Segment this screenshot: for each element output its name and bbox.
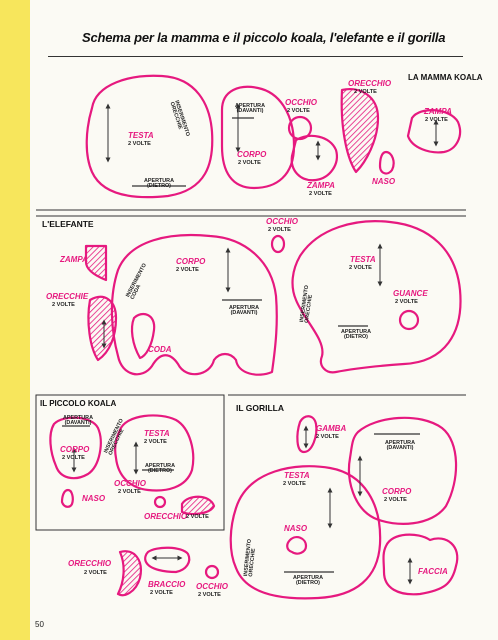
piccolo-koala-box xyxy=(35,394,225,531)
koala-zampa2-label: ZAMPA xyxy=(424,107,452,116)
elefante-corpo-shape xyxy=(110,233,278,376)
piccolo-corpo-times: 2 VOLTE xyxy=(62,455,85,461)
page-title: Schema per la mamma e il piccolo koala, … xyxy=(82,30,446,45)
koala-orecchio-label: ORECCHIO xyxy=(348,79,392,88)
elefante-testa-shape xyxy=(291,220,462,374)
gorilla-naso-label: NASO xyxy=(284,524,308,533)
gorilla-apertura-dietro-label: APERTURA (DIETRO) xyxy=(293,575,323,587)
piccolo-naso-label: NASO xyxy=(82,494,106,503)
piccolo-naso-shape xyxy=(60,488,74,508)
piccolo-testa-label: TESTA xyxy=(144,429,170,438)
gorilla-apertura-davanti-label: APERTURA (DAVANTI) xyxy=(385,440,415,452)
title-underline xyxy=(48,56,463,57)
elefante-testa-label: TESTA xyxy=(350,255,376,264)
elefante-zampa-shape xyxy=(84,244,108,282)
elefante-orecchie-times: 2 VOLTE xyxy=(52,302,75,308)
piccolo-occhio-times: 2 VOLTE xyxy=(118,489,141,495)
elefante-guance-times: 2 VOLTE xyxy=(395,299,418,305)
koala-apertura-davanti-label: APERTURA (DAVANTI) xyxy=(235,103,265,115)
page-number: 50 xyxy=(35,620,44,629)
gorilla-heading: IL GORILLA xyxy=(236,403,285,413)
gorilla-orecchio-times: 2 VOLTE xyxy=(84,570,107,576)
koala-zampa2-times: 2 VOLTE xyxy=(425,117,448,123)
elefante-zampa-label: ZAMPA xyxy=(60,255,88,264)
elefante-occhio-shape xyxy=(270,234,286,254)
gorilla-testa-label: TESTA xyxy=(284,471,310,480)
koala-zampa-label: ZAMPA xyxy=(307,181,335,190)
koala-apertura-dietro-label: APERTURA (DIETRO) xyxy=(144,178,174,190)
piccolo-orecchio-times: 2 VOLTE xyxy=(186,514,209,520)
piccolo-koala-heading: IL PICCOLO KOALA xyxy=(40,399,117,408)
elefante-corpo-label: CORPO xyxy=(176,257,206,266)
elefante-orecchie-label: ORECCHIE xyxy=(46,292,89,301)
gorilla-occhio-times: 2 VOLTE xyxy=(198,592,221,598)
gorilla-braccio-label: BRACCIO xyxy=(148,580,186,589)
gorilla-occhio-label: OCCHIO xyxy=(196,582,228,591)
elefante-occhio-times: 2 VOLTE xyxy=(268,227,291,233)
koala-zampa-shape-2 xyxy=(406,109,462,154)
elefante-corpo-times: 2 VOLTE xyxy=(176,267,199,273)
koala-orecchio-shape xyxy=(340,88,380,174)
gorilla-gamba-times: 2 VOLTE xyxy=(316,434,339,440)
piccolo-orecchio-label: ORECCHIO xyxy=(144,512,188,521)
koala-naso-label: NASO xyxy=(372,177,396,186)
koala-testa-label: TESTA xyxy=(128,131,154,140)
elefante-apertura-davanti-label: APERTURA (DAVANTI) xyxy=(229,305,259,317)
elefante-apertura-dietro-label: APERTURA (DIETRO) xyxy=(341,329,371,341)
gorilla-braccio-times: 2 VOLTE xyxy=(150,590,173,596)
koala-testa-times: 2 VOLTE xyxy=(128,141,151,147)
gorilla-gamba-shape xyxy=(296,415,318,454)
piccolo-occhio-label: OCCHIO xyxy=(114,479,146,488)
piccolo-apertura-davanti-label: APERTURA (DAVANTI) xyxy=(63,415,93,427)
piccolo-orecchio-shape xyxy=(180,495,216,516)
gorilla-gamba-label: GAMBA xyxy=(316,424,347,433)
elefante-coda-label: CODA xyxy=(148,345,172,354)
gorilla-occhio-shape xyxy=(204,564,220,580)
elefante-guance-label: GUANCE xyxy=(393,289,428,298)
mamma-koala-heading: LA MAMMA KOALA xyxy=(408,73,483,82)
elefante-heading: L'ELEFANTE xyxy=(42,219,94,229)
elefante-coda-shape xyxy=(130,312,156,360)
piccolo-testa-times: 2 VOLTE xyxy=(144,439,167,445)
gorilla-faccia-label: FACCIA xyxy=(418,567,448,576)
elefante-testa-times: 2 VOLTE xyxy=(349,265,372,271)
koala-testa-shape xyxy=(85,74,214,199)
koala-orecchio-times: 2 VOLTE xyxy=(354,89,377,95)
gorilla-orecchio-shape xyxy=(116,550,142,597)
gorilla-braccio-shape xyxy=(144,546,191,574)
koala-corpo-label: CORPO xyxy=(237,150,267,159)
koala-zampa-shape-1 xyxy=(290,134,338,182)
elefante-occhio-label: OCCHIO xyxy=(266,217,298,226)
koala-corpo-times: 2 VOLTE xyxy=(238,160,261,166)
koala-naso-shape xyxy=(378,150,395,175)
piccolo-apertura-dietro-label: APERTURA (DIETRO) xyxy=(145,463,175,475)
elefante-guance-shape xyxy=(398,309,420,331)
gorilla-faccia-shape xyxy=(382,533,459,596)
gorilla-testa-shape xyxy=(229,465,382,600)
yellow-page-strip xyxy=(0,0,30,640)
gorilla-naso-shape xyxy=(286,536,308,555)
koala-corpo-shape xyxy=(220,85,296,190)
gorilla-corpo-label: CORPO xyxy=(382,487,412,496)
piccolo-corpo-shape xyxy=(49,416,102,480)
gorilla-corpo-times: 2 VOLTE xyxy=(384,497,407,503)
koala-occhio-label: OCCHIO xyxy=(285,98,317,107)
piccolo-corpo-label: CORPO xyxy=(60,445,90,454)
piccolo-testa-shape xyxy=(114,414,195,492)
gorilla-orecchio-label: ORECCHIO xyxy=(68,559,112,568)
koala-zampa-times: 2 VOLTE xyxy=(309,191,332,197)
gorilla-corpo-shape xyxy=(348,416,458,525)
koala-occhio-times: 2 VOLTE xyxy=(287,108,310,114)
piccolo-occhio-shape xyxy=(153,495,167,509)
gorilla-testa-times: 2 VOLTE xyxy=(283,481,306,487)
